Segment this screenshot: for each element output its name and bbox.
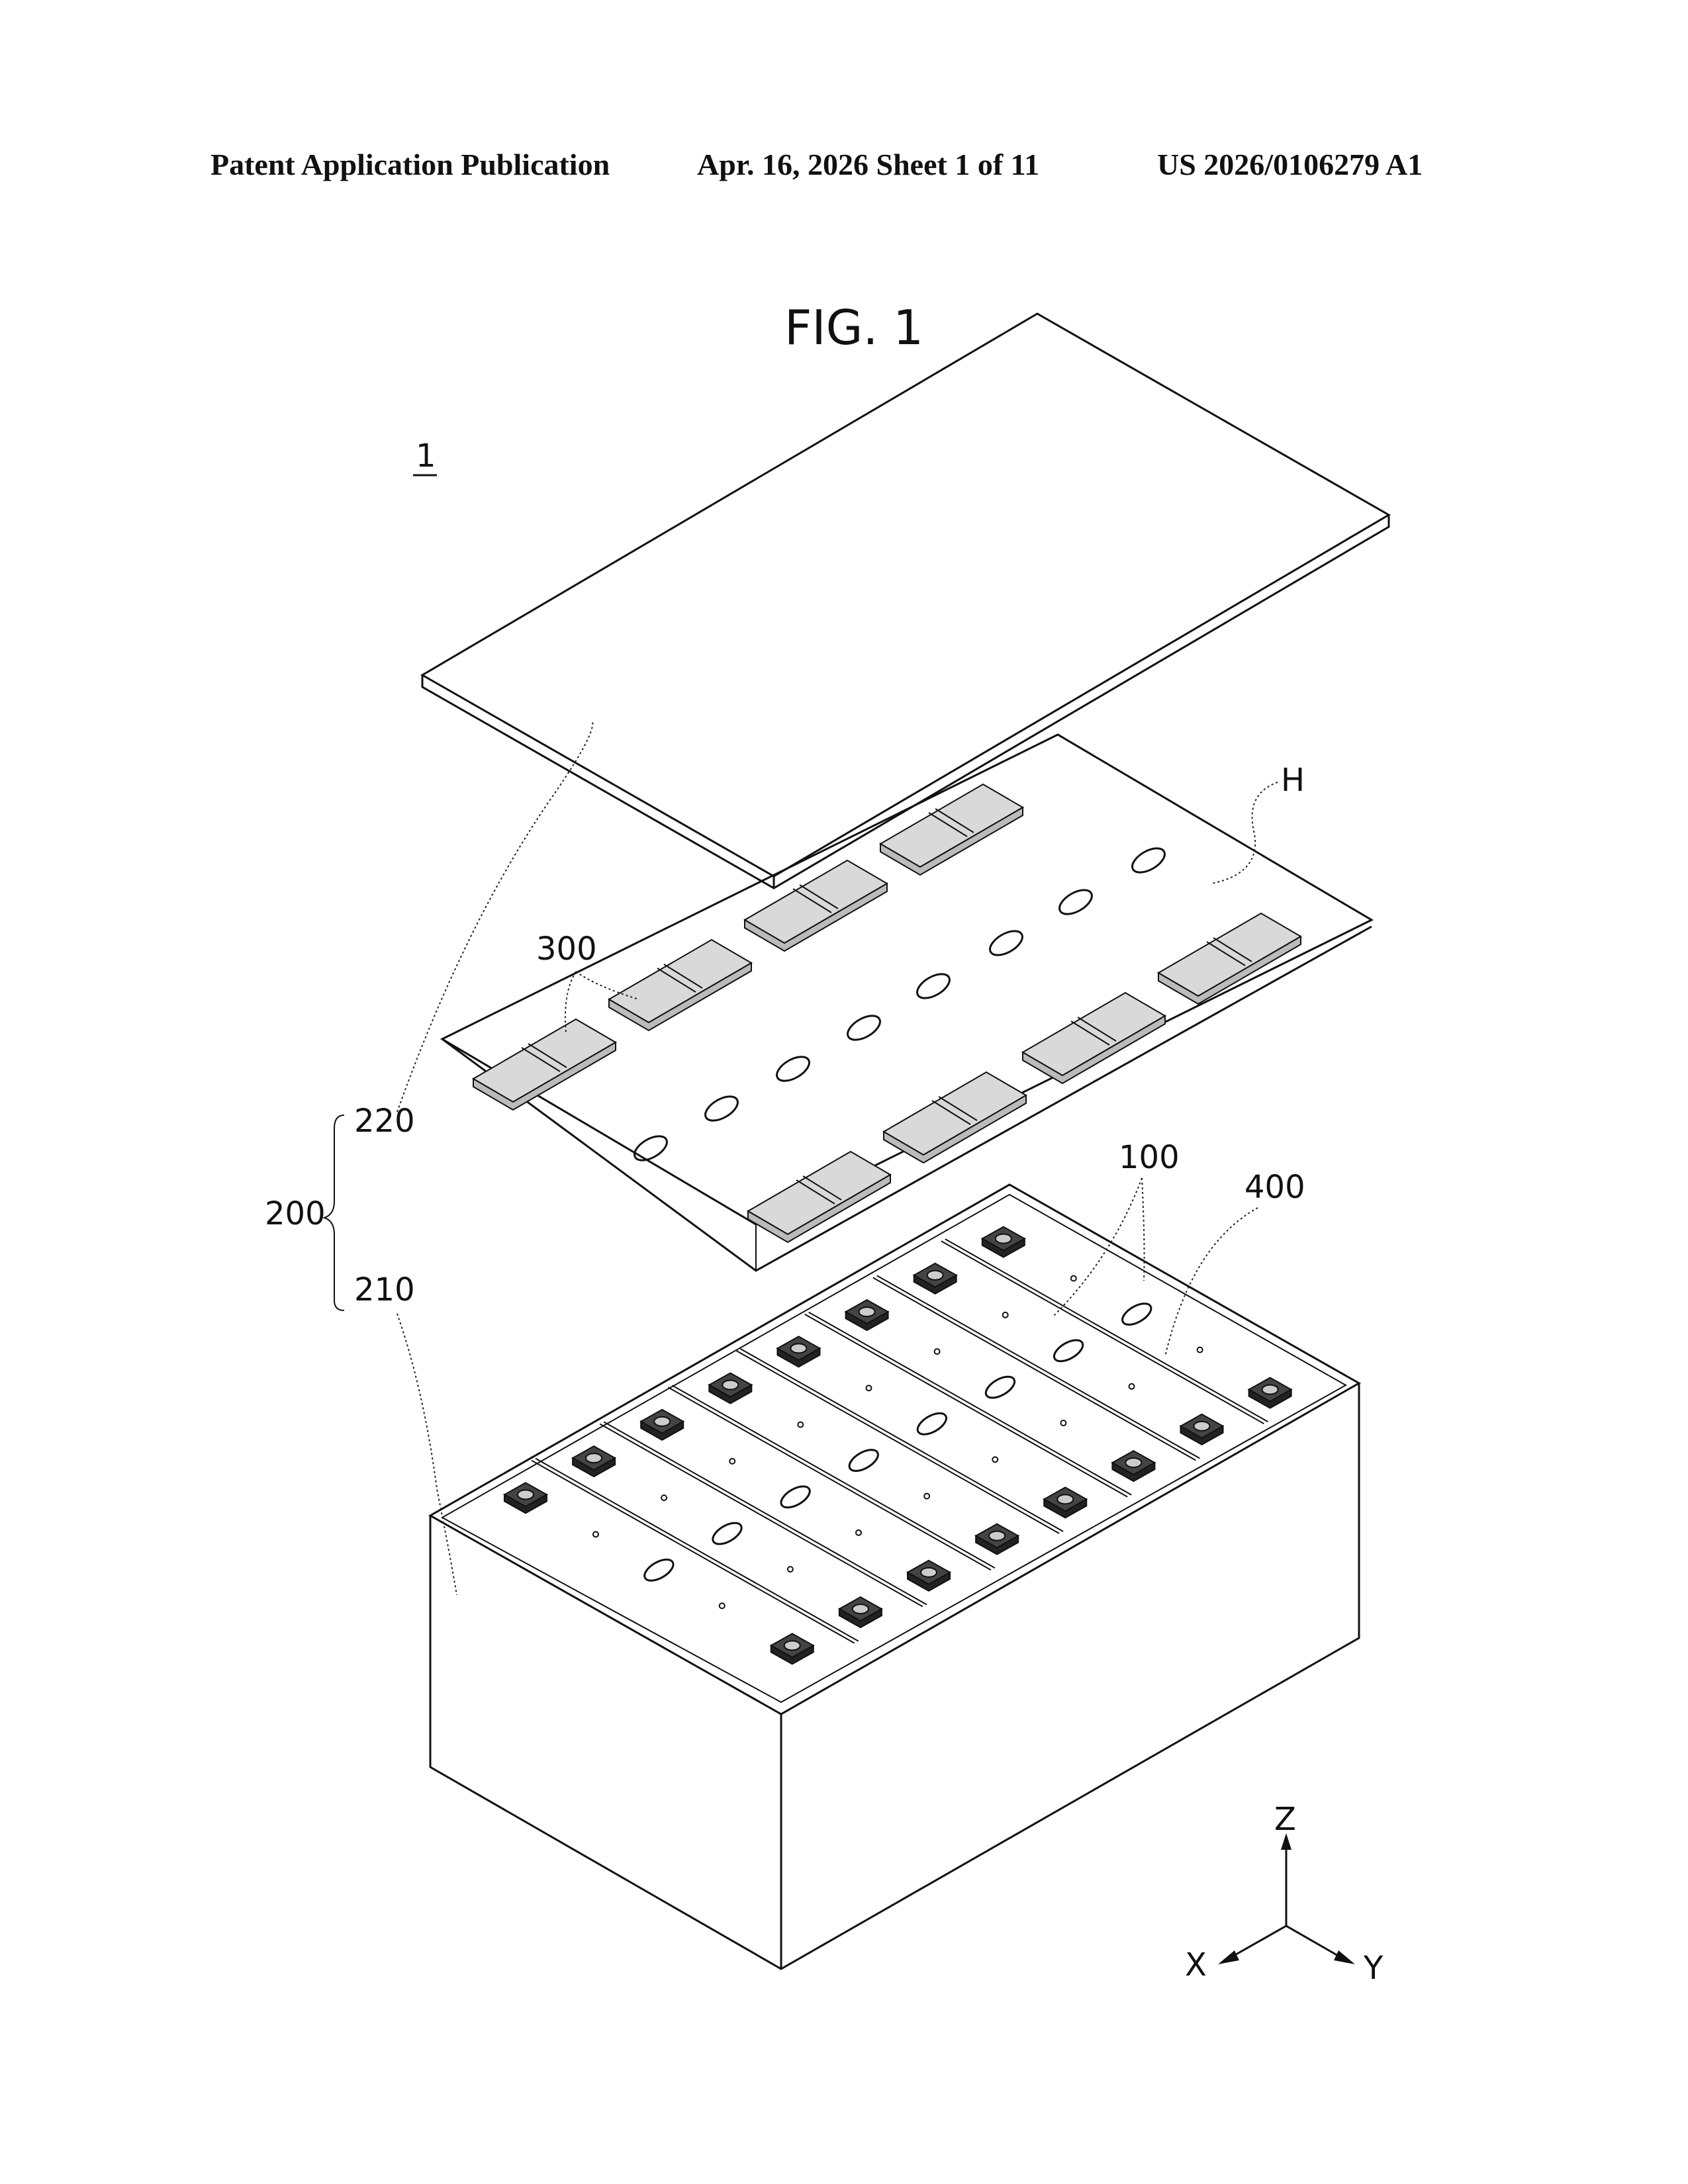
battery-cells xyxy=(504,1227,1291,1664)
cell-port xyxy=(1197,1347,1203,1353)
cell-terminal xyxy=(839,1597,882,1627)
slot-hole xyxy=(914,969,954,1003)
label-assembly: 1 xyxy=(416,437,436,475)
busbar xyxy=(748,1152,890,1242)
label-case: 210 xyxy=(354,1271,415,1308)
leader-cells-a xyxy=(1053,1178,1142,1317)
busbar-carrier-sheet xyxy=(442,735,1372,1271)
busbar xyxy=(880,784,1023,875)
cell-separator xyxy=(668,1387,991,1570)
label-cells: 100 xyxy=(1119,1139,1180,1176)
slot-hole xyxy=(631,1131,671,1165)
label-hole: H xyxy=(1281,762,1305,799)
slot-hole xyxy=(1129,843,1169,877)
slot-hole xyxy=(702,1091,742,1125)
label-case-group: 200 xyxy=(265,1195,326,1232)
cell-vent xyxy=(982,1373,1018,1402)
cell-port xyxy=(924,1494,929,1499)
cell-terminal xyxy=(1112,1451,1154,1481)
cell-port xyxy=(1060,1420,1066,1426)
cell-port xyxy=(992,1457,998,1462)
cell-port xyxy=(935,1349,940,1354)
cell-vent xyxy=(1119,1299,1154,1329)
cell-port xyxy=(720,1603,725,1608)
cell-terminal xyxy=(908,1561,950,1591)
leader-case xyxy=(397,1314,457,1595)
slot-holes xyxy=(631,843,1169,1165)
slot-hole xyxy=(986,926,1027,960)
axis-label-z: Z xyxy=(1274,1801,1296,1838)
cell-port xyxy=(788,1567,793,1572)
label-cover: 220 xyxy=(354,1103,415,1140)
label-busbar: 300 xyxy=(536,931,597,968)
cell-vent xyxy=(641,1555,677,1585)
cell-terminal xyxy=(504,1482,547,1513)
axis-label-x: X xyxy=(1185,1946,1207,1983)
leader-cells-b xyxy=(1142,1178,1145,1281)
cell-separator xyxy=(604,1422,927,1605)
figure-title: FIG. 1 xyxy=(784,300,923,355)
cell-separator xyxy=(941,1241,1264,1424)
cell-separator xyxy=(532,1461,855,1643)
busbar xyxy=(609,940,751,1030)
cell-terminal xyxy=(914,1263,957,1294)
leader-hole xyxy=(1211,782,1278,884)
cell-separator xyxy=(737,1351,1060,1533)
cell-vent xyxy=(914,1409,950,1439)
axis-label-y: Y xyxy=(1363,1950,1383,1987)
cell-separator xyxy=(672,1385,995,1568)
top-cover-plate xyxy=(422,314,1389,888)
battery-module-case xyxy=(430,1185,1359,1969)
slot-hole xyxy=(844,1011,884,1044)
cell-separator xyxy=(873,1278,1196,1461)
cell-port xyxy=(798,1422,803,1428)
busbar xyxy=(1023,993,1165,1083)
cell-separator xyxy=(945,1239,1268,1422)
busbar xyxy=(884,1072,1026,1163)
cell-terminal xyxy=(1181,1414,1223,1445)
busbar xyxy=(745,860,887,951)
cell-vent xyxy=(1051,1336,1086,1365)
cell-separator xyxy=(805,1314,1128,1497)
cell-terminal xyxy=(976,1524,1018,1555)
cell-separator xyxy=(536,1459,859,1641)
leader-separator xyxy=(1165,1208,1258,1357)
cell-port xyxy=(856,1530,861,1535)
cell-terminal xyxy=(846,1300,888,1330)
cell-vent xyxy=(846,1445,882,1475)
cell-terminal xyxy=(641,1410,683,1440)
label-separator: 400 xyxy=(1244,1169,1305,1206)
cell-port xyxy=(1071,1276,1076,1281)
cell-port xyxy=(1129,1384,1135,1389)
cell-separator xyxy=(809,1312,1132,1495)
cell-terminal xyxy=(1044,1487,1086,1518)
cell-separator xyxy=(741,1349,1064,1531)
cell-terminal xyxy=(777,1336,820,1367)
brace-case-group xyxy=(324,1115,344,1310)
cell-port xyxy=(729,1459,735,1464)
slot-hole xyxy=(773,1052,814,1085)
cell-terminal xyxy=(771,1633,814,1664)
cell-terminal xyxy=(709,1373,751,1404)
cell-port xyxy=(661,1495,667,1500)
cell-vent xyxy=(710,1519,745,1549)
cell-terminal xyxy=(1249,1378,1291,1408)
cell-terminal xyxy=(573,1446,615,1477)
cell-port xyxy=(1003,1312,1008,1318)
cell-terminal xyxy=(982,1227,1025,1257)
cell-separator xyxy=(600,1424,923,1607)
axis-triad xyxy=(1218,1833,1355,1964)
cell-port xyxy=(866,1385,871,1390)
cell-separator xyxy=(877,1276,1200,1459)
slot-hole xyxy=(1056,885,1096,919)
cell-vent xyxy=(778,1482,814,1512)
cell-port xyxy=(593,1531,598,1537)
busbar xyxy=(473,1019,616,1110)
